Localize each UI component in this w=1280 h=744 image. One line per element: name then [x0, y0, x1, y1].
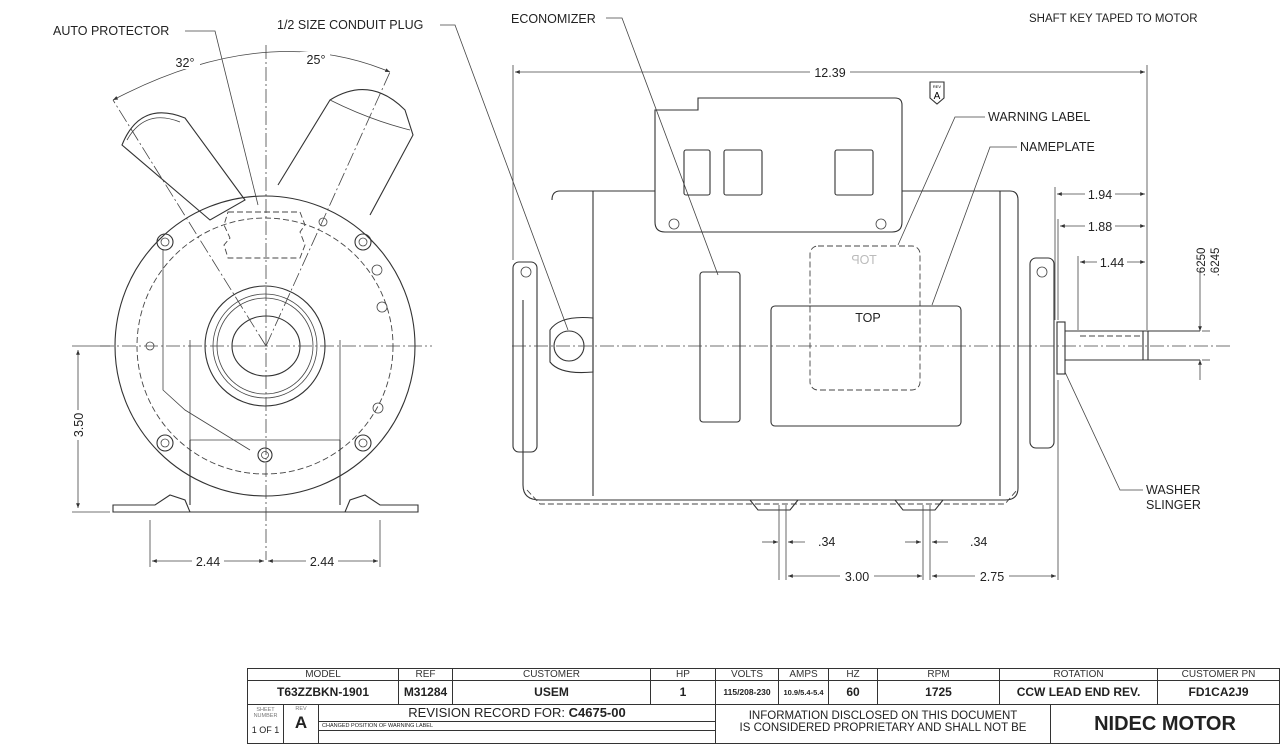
rev-marker-small: REV: [933, 84, 942, 89]
revision-record-title: REVISION RECORD FOR: C4675-00: [319, 705, 715, 722]
side-dimensions: 12.39 1.94 1.88 1.44 .6250 .6245 .34 .34: [512, 65, 1222, 584]
value-customer: USEM: [452, 680, 651, 705]
sheet-number: 1 OF 1: [251, 725, 280, 735]
value-volts: 115/208-230: [715, 680, 779, 705]
proprietary-notice: INFORMATION DISCLOSED ON THIS DOCUMENT I…: [715, 704, 1051, 744]
revision-note: CHANGED POSITION OF WARNING LABEL: [319, 722, 715, 731]
dim-3-50: 3.50: [72, 413, 86, 437]
callout-nameplate: NAMEPLATE: [1020, 140, 1095, 154]
dim-1-94: 1.94: [1088, 188, 1112, 202]
dim-3-00: 3.00: [845, 570, 869, 584]
dim-12-39: 12.39: [814, 66, 845, 80]
callout-warning-label: WARNING LABEL: [988, 110, 1090, 124]
side-view: TOP TOP REV A: [512, 81, 1230, 511]
callout-conduit-plug: 1/2 SIZE CONDUIT PLUG: [277, 18, 423, 32]
rev-label: REV: [295, 706, 307, 712]
auto-protector-outline: [223, 211, 306, 259]
value-hp: 1: [650, 680, 716, 705]
callout-shaft-key: SHAFT KEY TAPED TO MOTOR: [1029, 13, 1198, 25]
end-view: 32° 25° 3.50 2.44 2.44: [70, 45, 432, 569]
dim-2-44-left: 2.44: [196, 555, 220, 569]
revision-record-prefix: REVISION RECORD FOR:: [408, 705, 569, 720]
callout-slinger: SLINGER: [1146, 498, 1201, 512]
revision-record-doc: C4675-00: [568, 705, 626, 720]
rev-value: A: [294, 713, 308, 732]
top-mirrored-text: TOP: [851, 253, 876, 267]
dim-1-88: 1.88: [1088, 220, 1112, 234]
dim-shaft-min: .6245: [1210, 248, 1222, 277]
conduit-box: [654, 97, 903, 233]
through-bolts: [145, 217, 388, 463]
value-rpm: 1725: [877, 680, 1000, 705]
value-ref: M31284: [398, 680, 453, 705]
company-name: NIDEC MOTOR: [1050, 704, 1280, 744]
value-rotation: CCW LEAD END REV.: [999, 680, 1158, 705]
value-amps: 10.9/5.4-5.4: [778, 680, 829, 705]
revision-record: REVISION RECORD FOR: C4675-00 CHANGED PO…: [318, 704, 716, 744]
dim-1-44: 1.44: [1100, 256, 1124, 270]
economizer: [699, 271, 741, 423]
capacitor-right: [277, 89, 414, 216]
callout-auto-protector: AUTO PROTECTOR: [53, 24, 169, 38]
value-hz: 60: [828, 680, 878, 705]
value-customer-pn: FD1CA2J9: [1157, 680, 1280, 705]
angle-32: 32°: [176, 56, 195, 70]
dim-slot-left: .34: [818, 535, 835, 549]
value-model: T63ZZBKN-1901: [247, 680, 399, 705]
proprietary-line-2: IS CONSIDERED PROPRIETARY AND SHALL NOT …: [739, 722, 1027, 734]
top-text: TOP: [855, 311, 880, 325]
callout-economizer: ECONOMIZER: [511, 12, 596, 26]
callout-washer: WASHER: [1146, 483, 1200, 497]
dim-2-75: 2.75: [980, 570, 1004, 584]
dim-shaft-max: .6250: [1196, 248, 1208, 277]
capacitor-left: [121, 112, 246, 221]
rev-marker: [929, 81, 945, 105]
warning-label: [809, 245, 921, 391]
dim-2-44-right: 2.44: [310, 555, 334, 569]
nameplate: [770, 305, 962, 427]
proprietary-line-1: INFORMATION DISCLOSED ON THIS DOCUMENT: [748, 710, 1018, 722]
sheet-number-label: SHEET NUMBER: [253, 707, 278, 719]
dim-slot-right: .34: [970, 535, 987, 549]
sheet-number-cell: SHEET NUMBER 1 OF 1: [247, 704, 284, 744]
mounting-base: [112, 494, 419, 513]
angle-25: 25°: [307, 53, 326, 67]
rev-marker-letter: A: [934, 91, 941, 102]
rev-cell: REV A: [283, 704, 319, 744]
